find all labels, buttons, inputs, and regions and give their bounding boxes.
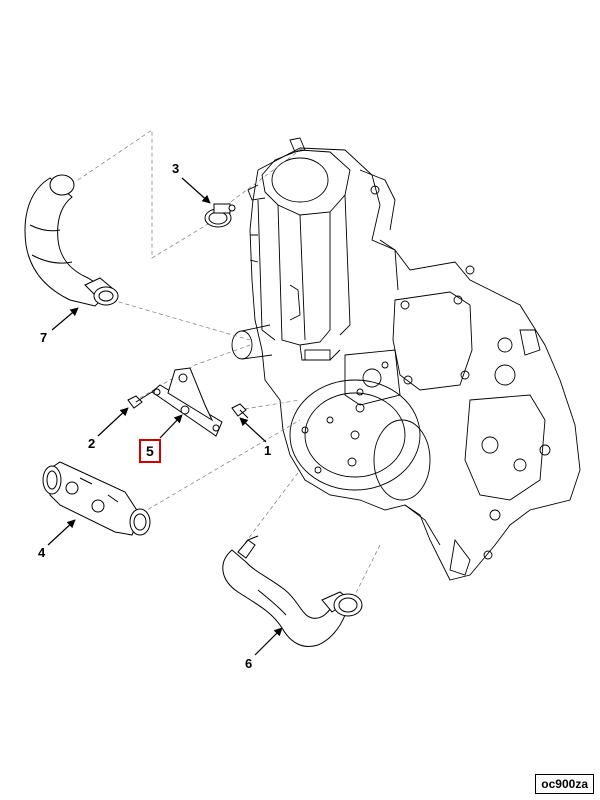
- callout-arrows: [47, 177, 283, 656]
- capscrew-part: [127, 391, 153, 409]
- arrow-callout-4: [47, 519, 76, 546]
- arrow-callout-2: [97, 407, 129, 437]
- figure-code-label: oc900za: [535, 774, 594, 794]
- callout-5-highlighted: 5: [139, 439, 161, 463]
- arrow-callout-1: [239, 417, 267, 443]
- bracket-part: [151, 367, 223, 437]
- callout-3: 3: [172, 161, 180, 176]
- engine-block: [231, 137, 581, 581]
- arrow-callout-3: [181, 177, 211, 204]
- leader-lines: [77, 129, 381, 606]
- callout-1: 1: [264, 443, 272, 458]
- callout-4: 4: [38, 545, 46, 560]
- callout-2: 2: [88, 436, 96, 451]
- arrow-callout-6: [254, 627, 283, 656]
- callout-7: 7: [40, 330, 48, 345]
- thermostat-housing-part: [42, 461, 151, 536]
- callout-6: 6: [245, 656, 253, 671]
- arrow-callout-7: [51, 307, 79, 331]
- capscrew-part-right: [231, 403, 249, 419]
- arrow-callout-5: [159, 414, 183, 439]
- lower-hose-part: [222, 535, 363, 647]
- upper-hose-part: [24, 174, 119, 307]
- hose-clamp-part: [204, 203, 236, 228]
